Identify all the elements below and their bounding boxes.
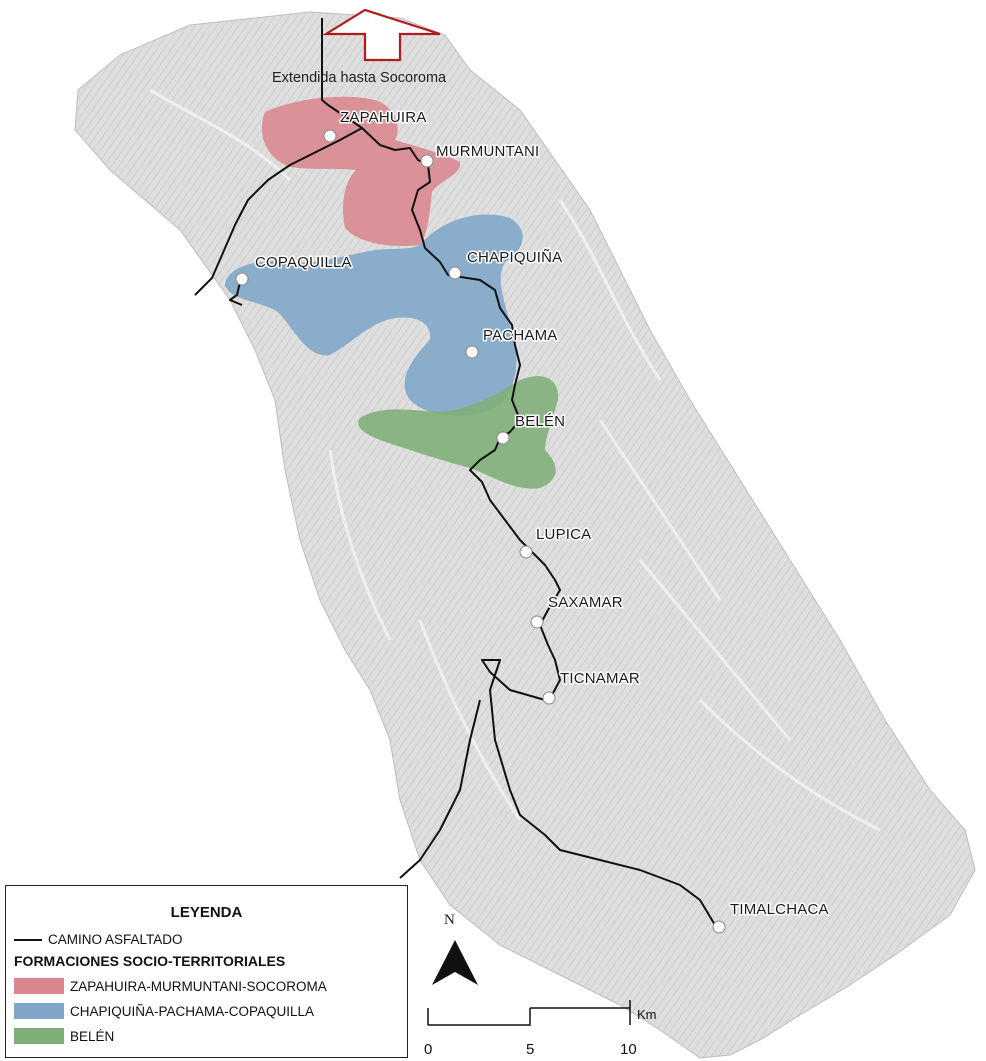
terrain-ridges	[149, 88, 881, 832]
place-zapahuira: ZAPAHUIRA	[323, 108, 428, 143]
place-label: LUPICA	[536, 526, 591, 543]
scale-unit: Km	[637, 1007, 657, 1022]
place-marker	[519, 545, 533, 559]
place-lupica: LUPICA	[519, 525, 593, 559]
legend-item-label: ZAPAHUIRA-MURMUNTANI-SOCOROMA	[70, 978, 327, 994]
place-marker	[530, 615, 544, 629]
zone-zapahuira-murmuntani-socoroma	[261, 96, 461, 247]
place-marker	[235, 272, 249, 286]
legend-item-label: CHAPIQUIÑA-PACHAMA-COPAQUILLA	[70, 1003, 315, 1019]
legend-swatch	[14, 1003, 64, 1019]
place-label: CHAPIQUIÑA	[467, 249, 562, 266]
place-chapiquina: CHAPIQUIÑA	[448, 248, 564, 280]
road-line-symbol	[14, 938, 42, 941]
place-belen: BELÉN	[496, 412, 567, 445]
place-label: SAXAMAR	[548, 594, 623, 611]
place-marker	[712, 920, 726, 934]
place-label: BELÉN	[515, 413, 565, 430]
place-marker	[323, 129, 337, 143]
extension-note: Extendida hasta Socoroma	[272, 70, 447, 86]
place-marker	[542, 691, 556, 705]
legend-road-label: CAMINO ASFALTADO	[48, 932, 183, 947]
legend-formations-label: FORMACIONES SOCIO-TERRITORIALES	[14, 953, 286, 969]
legend-formations-title: FORMACIONES SOCIO-TERRITORIALES	[14, 953, 285, 969]
zone-chapiquina-pachama-copaquilla	[225, 214, 523, 416]
north-arrow	[432, 940, 478, 985]
place-marker	[448, 266, 462, 280]
scale-bar	[427, 1000, 631, 1026]
place-pachama: PACHAMA	[465, 326, 559, 359]
legend-title: LEYENDA	[170, 904, 243, 921]
legend-item-zapahuira: ZAPAHUIRA-MURMUNTANI-SOCOROMA	[14, 978, 327, 994]
place-murmuntani: MURMUNTANI	[420, 142, 541, 168]
legend-swatch	[14, 1028, 64, 1044]
place-markers: ZAPAHUIRA MURMUNTANI COPAQUILLA CHAPIQUI…	[235, 108, 830, 934]
place-label: MURMUNTANI	[436, 143, 539, 160]
scale-bar-line	[427, 1000, 631, 1026]
scale-tick-0: 0	[424, 1041, 433, 1058]
road-asphalt	[194, 18, 716, 926]
legend-swatch	[14, 978, 64, 994]
place-saxamar: SAXAMAR	[530, 593, 624, 629]
zone-belen	[358, 376, 559, 489]
place-label: TICNAMAR	[560, 670, 640, 687]
scale-tick-5: 5	[526, 1041, 535, 1058]
place-marker	[496, 431, 510, 445]
scale-tick-10: 10	[620, 1041, 637, 1058]
place-marker	[420, 154, 434, 168]
place-timalchaca: TIMALCHACA	[712, 900, 830, 934]
legend-item-belen: BELÉN	[14, 1028, 114, 1044]
north-letter: N	[444, 912, 455, 928]
extension-arrow	[322, 8, 441, 62]
place-label: PACHAMA	[483, 327, 557, 344]
place-ticnamar: TICNAMAR	[542, 669, 641, 705]
place-marker	[465, 345, 479, 359]
place-copaquilla: COPAQUILLA	[235, 253, 353, 286]
legend-road: CAMINO ASFALTADO	[14, 932, 183, 947]
legend-item-label: BELÉN	[70, 1028, 115, 1044]
legend-item-chapiquina: CHAPIQUIÑA-PACHAMA-COPAQUILLA	[14, 1003, 314, 1019]
north-arrow-shape	[432, 940, 478, 985]
place-label: COPAQUILLA	[255, 254, 352, 271]
place-label: ZAPAHUIRA	[340, 109, 427, 126]
place-label: TIMALCHACA	[730, 901, 829, 918]
map-legend: LEYENDA CAMINO ASFALTADO FORMACIONES SOC…	[5, 885, 408, 1058]
